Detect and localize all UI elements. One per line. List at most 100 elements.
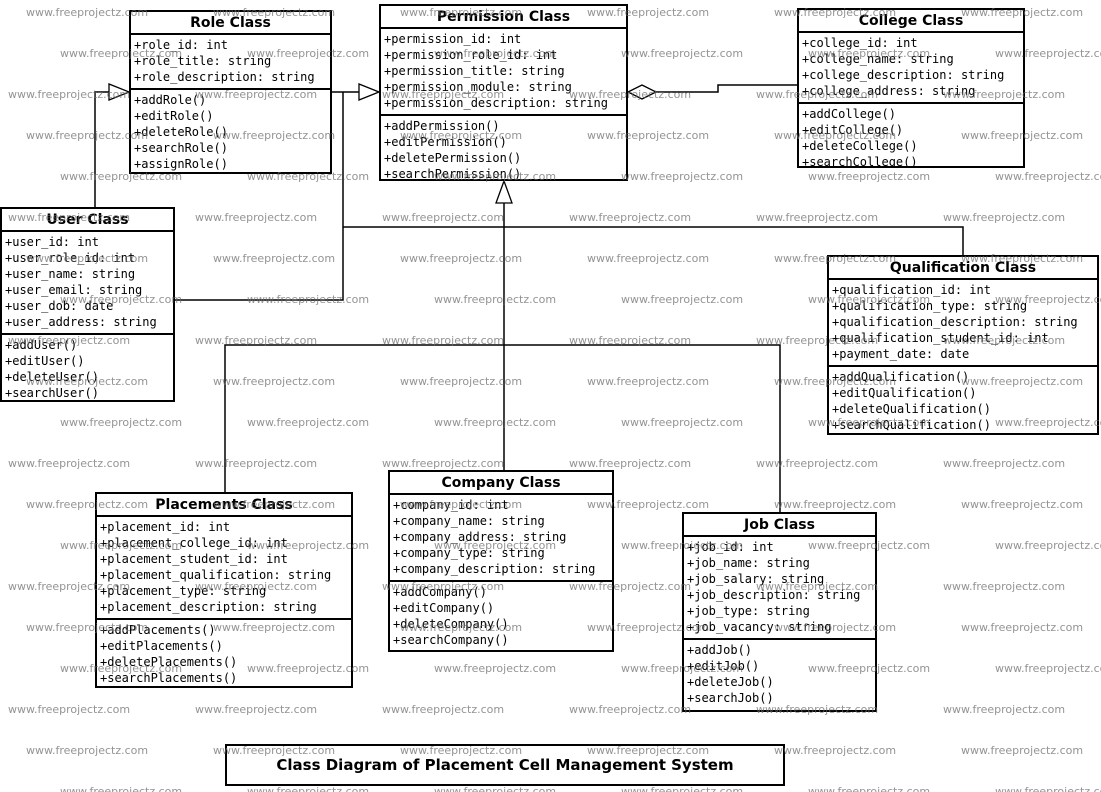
class-attributes: +college_id: int+college_name: string+co…: [799, 33, 1023, 104]
member-line: +placement_qualification: string: [100, 568, 332, 582]
member-line: +deleteUser(): [5, 370, 99, 384]
diagram-caption: Class Diagram of Placement Cell Manageme…: [276, 756, 734, 774]
class-box-company: Company Class +company_id: int +company_n…: [388, 470, 614, 652]
connector-permission-company: [495, 179, 513, 470]
member-line: +deleteCollege(): [802, 139, 918, 153]
member-line: +permission_role_id: int: [384, 48, 558, 62]
class-methods: +addUser()+editUser()+deleteUser()+searc…: [2, 335, 173, 400]
member-line: +user_role_id: int: [5, 251, 136, 265]
class-methods: +addCollege() +editCollege() +deleteColleg…: [799, 104, 1023, 166]
class-box-college: College Class +college_id: int+college_n…: [797, 8, 1025, 168]
connector-user-role: [94, 83, 131, 207]
member-line: +permission_module: string: [384, 80, 572, 94]
member-line: +user_email: string: [5, 283, 143, 297]
member-line: +addRole(): [134, 93, 207, 107]
member-line: +role_title: string: [134, 54, 272, 68]
member-line: +addCompany(): [393, 585, 487, 599]
member-line: +assignRole(): [134, 157, 228, 171]
class-title: College Class: [799, 10, 1023, 33]
member-line: +addQualification(): [832, 370, 970, 384]
class-methods: +addPermission() +editPermission() +delete…: [381, 116, 626, 179]
member-line: +editPermission(): [384, 135, 507, 149]
class-title: Permission Class: [381, 6, 626, 29]
member-line: +college_address: string: [802, 84, 976, 98]
generalization-arrow-icon: [495, 179, 513, 204]
diagram-caption-box: Class Diagram of Placement Cell Manageme…: [225, 744, 785, 786]
class-attributes: +qualification_id: int+qualification_typ…: [829, 280, 1097, 367]
member-line: +deleteRole(): [134, 125, 228, 139]
member-line: +company_name: string: [393, 514, 545, 528]
member-line: +searchJob(): [687, 691, 774, 705]
member-line: +placement_student_id: int: [100, 552, 288, 566]
member-line: +searchRole(): [134, 141, 228, 155]
member-line: +placement_description: string: [100, 600, 317, 614]
member-line: +addCollege(): [802, 107, 896, 121]
member-line: +placement_college_id: int: [100, 536, 288, 550]
class-methods: +addRole()+editRole()+deleteRole()+searc…: [131, 90, 330, 172]
class-box-role: Role Class +role_id: int +role_title: str…: [129, 10, 332, 174]
class-box-permission: Permission Class +permission_id: int +per…: [379, 4, 628, 181]
member-line: +permission_id: int: [384, 32, 522, 46]
member-line: +addPlacements(): [100, 623, 216, 637]
member-line: +addPermission(): [384, 119, 500, 133]
member-line: +deleteQualification(): [832, 402, 991, 416]
member-line: +company_address: string: [393, 530, 567, 544]
member-line: +permission_title: string: [384, 64, 565, 78]
member-line: +addJob(): [687, 643, 753, 657]
class-methods: +addCompany()+editCompany()+deleteCompan…: [390, 582, 612, 650]
member-line: +qualification_type: string: [832, 299, 1028, 313]
generalization-arrow-icon: [358, 83, 381, 101]
class-methods: +addPlacements() +editPlacements() +delete…: [97, 620, 351, 686]
class-title: Qualification Class: [829, 257, 1097, 280]
member-line: +company_id: int: [393, 498, 509, 512]
member-line: +editUser(): [5, 354, 85, 368]
class-title: Role Class: [131, 12, 330, 35]
member-line: +user_dob: date: [5, 299, 114, 313]
member-line: +qualification_description: string: [832, 315, 1078, 329]
member-line: +company_description: string: [393, 562, 596, 576]
connector-placements-job: [224, 344, 781, 512]
generalization-arrow-icon: [108, 83, 131, 101]
class-attributes: +role_id: int +role_title: string +role_de…: [131, 35, 330, 90]
member-line: +searchQualification(): [832, 418, 991, 432]
class-attributes: +placement_id: int+placement_college_id:…: [97, 517, 351, 620]
class-methods: +addQualification() +editQualification() +…: [829, 367, 1097, 433]
member-line: +job_id: int: [687, 540, 774, 554]
member-line: +placement_type: string: [100, 584, 267, 598]
member-line: +editJob(): [687, 659, 760, 673]
member-line: +searchPermission(): [384, 167, 522, 179]
member-line: +searchPlacements(): [100, 671, 238, 685]
class-title: User Class: [2, 209, 173, 232]
member-line: +job_type: string: [687, 604, 810, 618]
member-line: +user_id: int: [5, 235, 99, 249]
class-methods: +addJob()+editJob()+deleteJob()+searchJo…: [684, 640, 875, 710]
member-line: +company_type: string: [393, 546, 545, 560]
member-line: +deletePlacements(): [100, 655, 238, 669]
member-line: +college_description: string: [802, 68, 1005, 82]
class-attributes: +company_id: int +company_name: string +co…: [390, 495, 612, 582]
member-line: +editCollege(): [802, 123, 904, 137]
member-line: +role_id: int: [134, 38, 228, 52]
member-line: +user_address: string: [5, 315, 157, 329]
member-line: +role_description: string: [134, 70, 315, 84]
member-line: +job_name: string: [687, 556, 810, 570]
connector-role-permission: [175, 83, 381, 301]
member-line: +deletePermission(): [384, 151, 522, 165]
class-attributes: +user_id: int+user_role_id: int+user_nam…: [2, 232, 173, 335]
member-line: +editQualification(): [832, 386, 977, 400]
member-line: +qualification_student_id: int: [832, 331, 1049, 345]
member-line: +payment_date: date: [832, 347, 970, 361]
member-line: +deleteCompany(): [393, 617, 509, 631]
member-line: +editPlacements(): [100, 639, 223, 653]
class-title: Placements Class: [97, 494, 351, 517]
member-line: +searchCompany(): [393, 633, 509, 647]
class-attributes: +job_id: int +job_name: string +job_salary…: [684, 537, 875, 640]
member-line: +college_name: string: [802, 52, 954, 66]
member-line: +job_salary: string: [687, 572, 825, 586]
class-box-placements: Placements Class +placement_id: int+plac…: [95, 492, 353, 688]
class-title: Job Class: [684, 514, 875, 537]
aggregation-diamond-icon: [626, 84, 658, 100]
class-title: Company Class: [390, 472, 612, 495]
